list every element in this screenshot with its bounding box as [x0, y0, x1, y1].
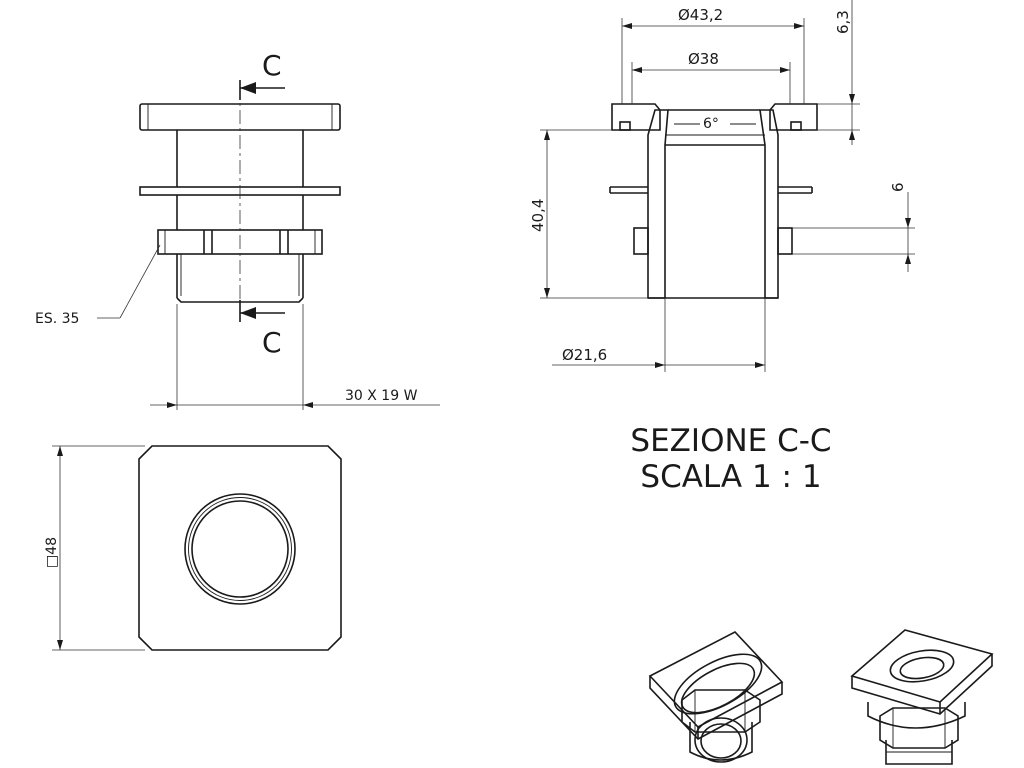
dim-nut-height: 6 [889, 182, 907, 192]
bore-circle-inner [191, 500, 289, 598]
section-marker-bottom: C [262, 326, 282, 359]
callout-thread: 30 X 19 W [345, 388, 418, 404]
section-nut-left [633, 227, 649, 255]
isometric-view-bottom [648, 631, 784, 763]
dim-outer-diameter: Ø43,2 [678, 6, 723, 24]
section-arrow-top [239, 80, 285, 100]
section-title-line2: SCALA 1 : 1 [640, 459, 821, 495]
section-flange-left [611, 103, 661, 131]
section-view: Ø43,2 Ø38 6,3 6° 40,4 6 [529, 0, 915, 372]
front-view: C C ES. 35 30 X 19 W [35, 49, 440, 410]
dim-bore-diameter: Ø21,6 [562, 346, 607, 364]
isometric-view-top [850, 629, 994, 765]
section-flange-right [769, 103, 818, 131]
square-flange [138, 445, 342, 651]
dim-flange-thickness: 6,3 [834, 10, 852, 34]
section-arrow-bottom [239, 300, 285, 322]
callout-square: □48 [44, 537, 60, 568]
top-view: □48 [44, 445, 342, 651]
callout-thickness: ES. 35 [35, 311, 79, 327]
section-wall-left [647, 109, 669, 299]
section-title-line1: SEZIONE C-C [630, 423, 831, 459]
section-marker-top: C [262, 49, 282, 82]
dim-angle: 6° [703, 116, 719, 132]
dim-height: 40,4 [529, 199, 547, 232]
section-nut-right [777, 227, 793, 255]
section-wall-right [759, 109, 779, 299]
bore-circle-outer [184, 493, 296, 605]
dim-inner-diameter: Ø38 [688, 50, 719, 68]
